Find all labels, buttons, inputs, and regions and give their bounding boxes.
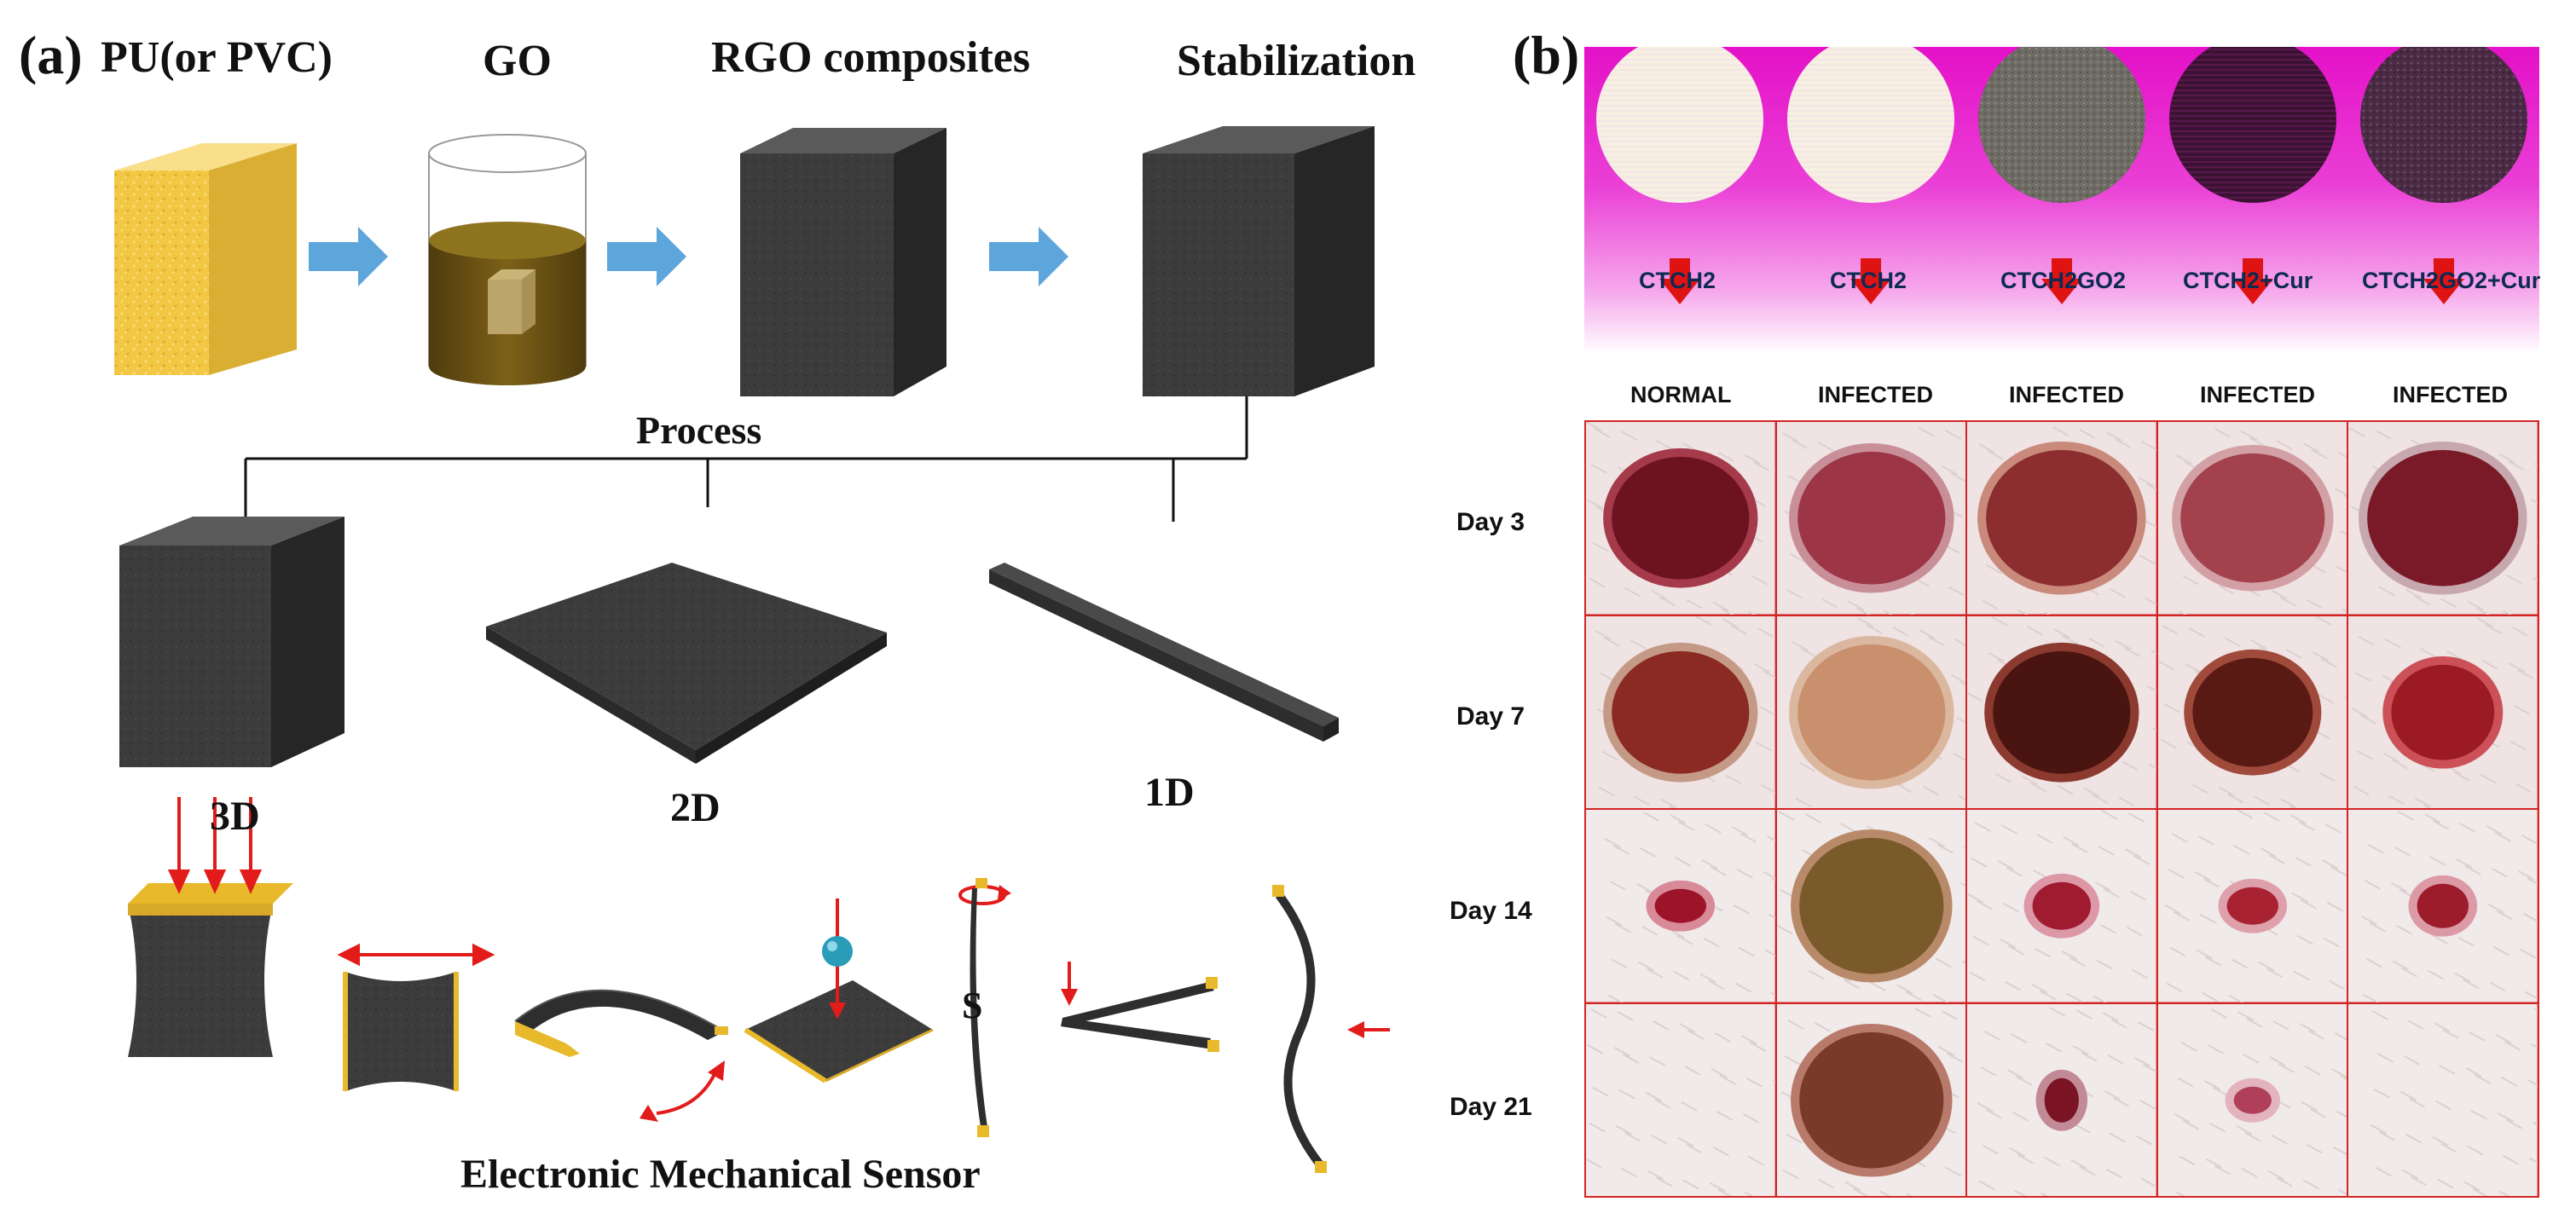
wound-photo (1776, 615, 1966, 808)
down-arrow-icon (1850, 258, 1891, 304)
label-2d: 2D (670, 785, 721, 830)
angle-sensor-icon (1061, 962, 1219, 1052)
flow-arrow-icon (309, 227, 388, 286)
down-arrow-icon (1659, 258, 1700, 304)
panel-a-letter: (a) (19, 25, 83, 85)
wound-photo (1967, 1003, 2156, 1196)
compression-sensor-icon (128, 797, 293, 1057)
condition-label: INFECTED (2200, 382, 2315, 407)
process-label: Process (636, 408, 762, 452)
film-label: CTCH2 (1830, 268, 1907, 293)
process-bracket (244, 396, 1248, 522)
stabilized-cube (1143, 126, 1375, 396)
wound-photo (1586, 1003, 1775, 1196)
wound-photo (1776, 810, 1966, 1002)
condition-label: INFECTED (2393, 382, 2508, 407)
wound-photo (2348, 615, 2538, 808)
twist-sensor-letter: S (962, 985, 983, 1026)
film-disc (1787, 36, 1954, 203)
label-1d: 1D (1144, 770, 1195, 815)
down-arrow-icon (2232, 258, 2273, 304)
go-beaker (428, 134, 587, 385)
down-arrow-icons (1659, 258, 2464, 304)
2d-sheet (486, 563, 887, 764)
3d-cube (119, 517, 344, 767)
condition-label: INFECTED (2009, 382, 2124, 407)
film-disc (1978, 36, 2145, 203)
day-label: Day 14 (1450, 897, 1532, 925)
wound-photo (2348, 1003, 2538, 1196)
wound-photo (1776, 1003, 1966, 1196)
flow-arrow-icon (607, 227, 686, 286)
stretch-sensor-icon (337, 943, 495, 1091)
wound-photo (1776, 422, 1966, 615)
film-label: CTCH2+Cur (2183, 268, 2313, 293)
down-arrow-icon (2041, 258, 2082, 304)
film-disc (2169, 36, 2336, 203)
films-strip (1596, 36, 2527, 304)
day-label: Day 21 (1450, 1093, 1532, 1121)
condition-label: INFECTED (1818, 382, 1933, 407)
process-diagram (114, 126, 1390, 1173)
wound-photo (2157, 1003, 2347, 1196)
sensor-title: Electronic Mechanical Sensor (460, 1152, 981, 1197)
wound-photo (2157, 615, 2347, 808)
wound-photo (2348, 810, 2538, 1002)
step-title-pu: PU(or PVC) (101, 33, 333, 82)
wound-photo (1586, 810, 1775, 1002)
wound-photo (1586, 615, 1775, 808)
film-band (1584, 36, 2539, 354)
wound-photo-grid (1584, 420, 2539, 1198)
film-disc (2360, 36, 2527, 203)
wound-photo (2348, 422, 2538, 615)
1d-rod (989, 563, 1339, 742)
step-title-stabilization: Stabilization (1177, 37, 1416, 85)
step-title-go: GO (483, 37, 552, 85)
condition-label: NORMAL (1630, 382, 1732, 407)
twist-sensor-icon (958, 878, 1011, 1137)
step-title-rgo: RGO composites (711, 33, 1031, 82)
film-label: CTCH2GO2+Cur (2362, 268, 2541, 293)
label-3d: 3D (210, 794, 260, 839)
day-label: Day 3 (1456, 508, 1525, 536)
wound-photo (2157, 422, 2347, 615)
wound-photo (1967, 810, 2156, 1002)
film-label: CTCH2GO2 (2000, 268, 2127, 293)
curve-sensor-icon (1272, 885, 1390, 1173)
pu-foam-cube (114, 143, 297, 375)
flow-arrow-icon (989, 227, 1068, 286)
rgo-composite-cube (740, 128, 946, 396)
bending-sensor-icon (514, 989, 728, 1122)
panel-b-letter: (b) (1513, 25, 1580, 85)
wound-photo (2157, 810, 2347, 1002)
wound-photo (1967, 422, 2156, 615)
wound-photo (1967, 615, 2156, 808)
film-label: CTCH2 (1639, 268, 1716, 293)
down-arrow-icon (2423, 258, 2464, 304)
pressure-sensor-icon (744, 898, 934, 1083)
wound-photo (1586, 422, 1775, 615)
day-label: Day 7 (1456, 702, 1525, 731)
film-disc (1596, 36, 1763, 203)
